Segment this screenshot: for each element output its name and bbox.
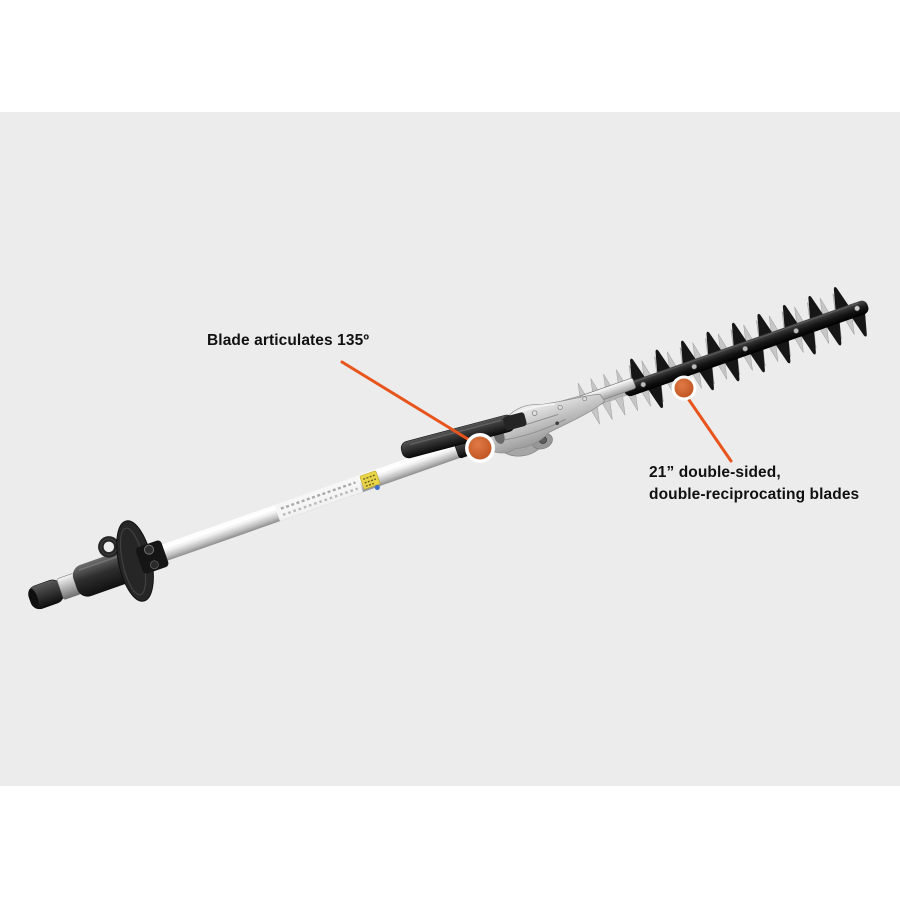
shaft-labels [274, 470, 381, 522]
clamp-bolt-upper [144, 544, 155, 555]
blades-callout-line1: 21” double-sided, [649, 464, 781, 481]
blade-tip-rivet [854, 305, 860, 312]
logo-mark [374, 484, 380, 490]
blade-bar-highlight [631, 302, 859, 384]
blades-marker-dot [674, 378, 694, 398]
callout-graphics [340, 360, 733, 463]
clamp-bolt-lower [149, 560, 159, 570]
blades-callout-label: 21” double-sided, double-reciprocating b… [649, 462, 859, 506]
drive-shaft [146, 440, 465, 566]
top-white-band [0, 0, 900, 112]
articulation-callout-label: Blade articulates 135º [207, 332, 370, 349]
trimmer-attachment [28, 286, 869, 610]
black-blade-teeth [630, 286, 867, 409]
front-black-blade [623, 286, 869, 409]
guard-disc [116, 520, 154, 602]
articulation-callout-line [340, 360, 473, 443]
articulation-marker-dot [468, 436, 492, 460]
gearbox-rivets [516, 396, 587, 426]
grip-assembly [28, 520, 169, 610]
blade-rivets [640, 327, 799, 388]
hanger-loop [98, 536, 120, 558]
blades-callout-line2: double-reciprocating blades [649, 486, 860, 503]
warning-sticker [359, 470, 381, 490]
blades-callout-line [685, 395, 733, 463]
clamp-block [135, 540, 169, 574]
bottom-white-band [0, 786, 900, 900]
articulation-lever [400, 412, 527, 459]
